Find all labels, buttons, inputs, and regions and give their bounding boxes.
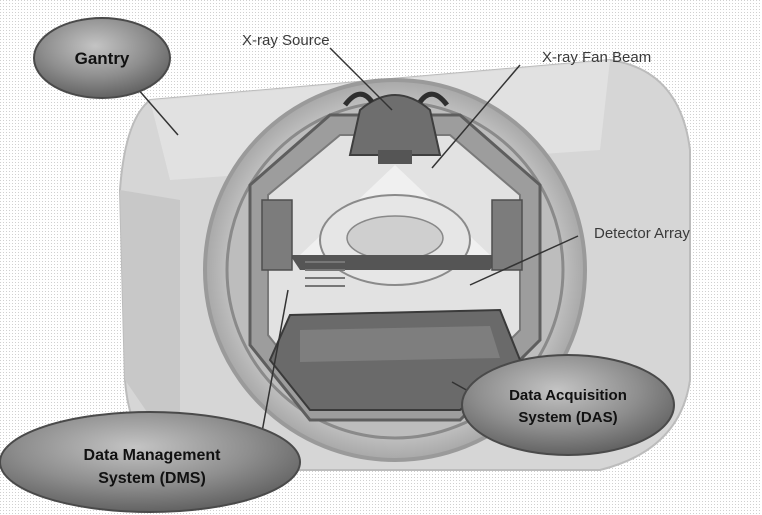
das-callout: Data Acquisition System (DAS) [461,354,675,456]
patient-phantom [319,194,471,286]
gantry-callout: Gantry [33,17,171,99]
das-callout-line2: System (DAS) [518,409,617,426]
leader-fan-beam [431,64,521,169]
leader-dms [261,289,289,433]
gantry-callout-text: Gantry [75,49,130,68]
detector-module-right [491,199,523,271]
label-xray-source: X-ray Source [242,32,330,49]
cooling-fins [305,261,345,287]
xray-source-tube [343,91,449,164]
leader-detector-array [469,235,579,286]
leader-xray-source [329,47,393,111]
label-fan-beam: X-ray Fan Beam [542,49,651,66]
dms-callout-line1: Data Management [84,447,222,464]
label-detector-array: Detector Array [594,225,690,242]
detector-module-left [261,199,293,271]
dms-callout-line2: System (DMS) [98,470,206,487]
dms-callout: Data Management System (DMS) [0,411,301,513]
das-callout-line1: Data Acquisition [509,387,627,404]
patient-table [290,255,500,270]
